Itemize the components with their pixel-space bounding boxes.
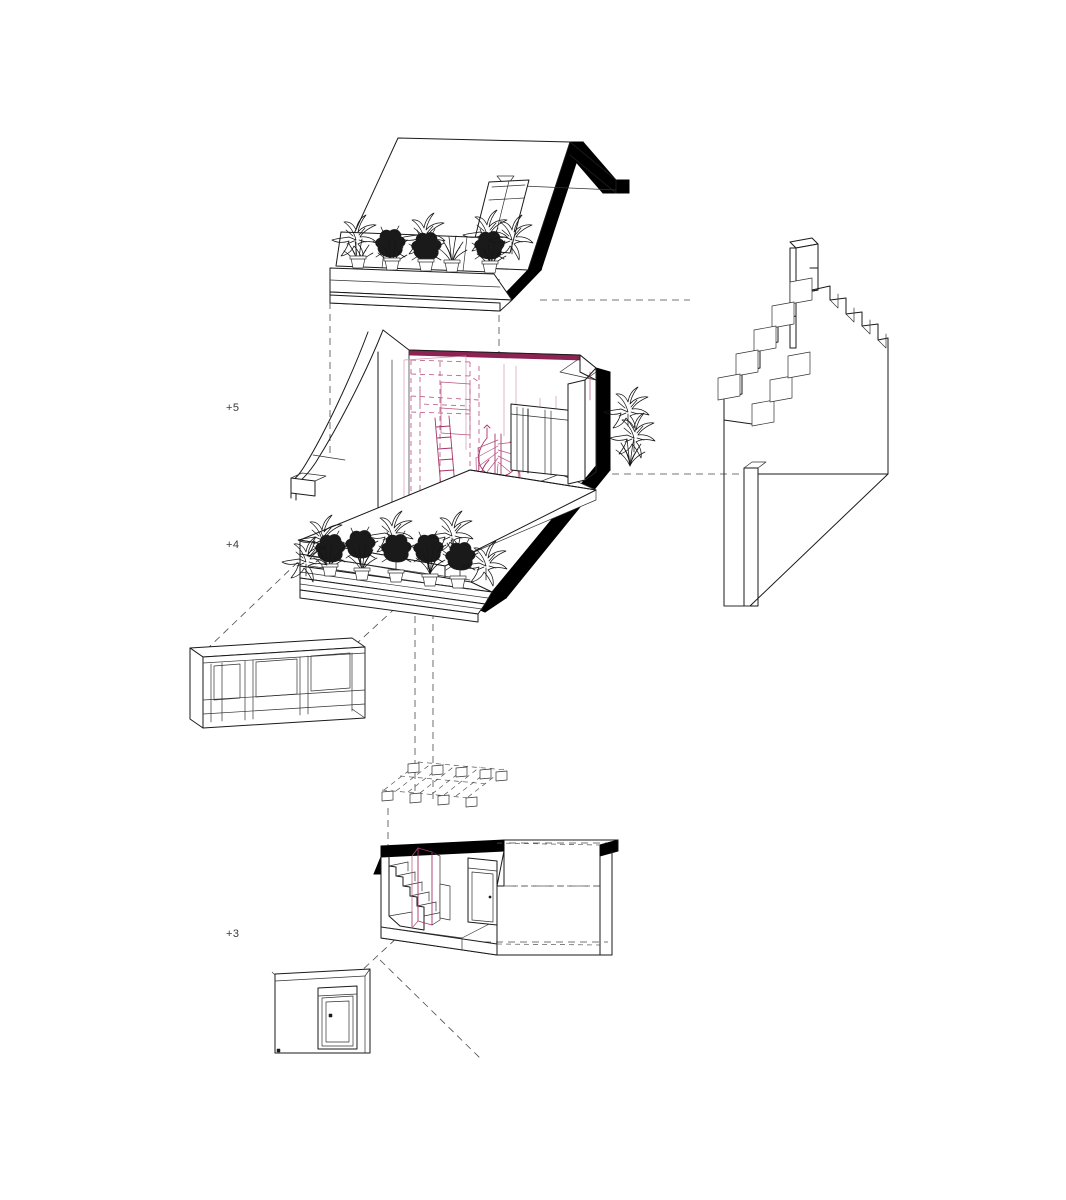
roof-poche-edge-right: [615, 179, 630, 194]
lower-room-right-volume: [503, 839, 619, 852]
terrace-parapet-face: [329, 294, 501, 312]
lower-room-hidden-right-bottom: [496, 943, 601, 946]
floor-framing-grid[interactable]: [381, 761, 508, 808]
glazing-sash: [213, 663, 241, 701]
lower-room-hidden-right-top: [496, 842, 601, 846]
stepped-wall-pier: [743, 467, 759, 607]
curved-side-wall-outer: [295, 329, 384, 485]
stepped-party-wall[interactable]: [717, 237, 889, 607]
glazed-facade-panel[interactable]: [189, 637, 366, 729]
entry-corner-dot: [276, 1048, 281, 1053]
winder-staircase[interactable]: [388, 847, 451, 931]
glazing-frame-face: [189, 647, 204, 729]
glazing-right-jamb: [351, 637, 366, 719]
stepped-wall-diagonal: [749, 473, 889, 607]
joist-bearer-mid: [399, 775, 489, 785]
level-label-4: +4: [226, 539, 240, 551]
entrance-facade-panel[interactable]: [274, 968, 371, 1054]
curved-wall-foot-top: [290, 472, 327, 482]
entry-wall-right-edge: [364, 968, 371, 1054]
entry-wall-head: [274, 975, 366, 982]
terrace-deck-edge: [329, 279, 501, 288]
glazing-sill: [202, 703, 366, 715]
living-back-wall: [391, 354, 410, 521]
stepped-wall-left-blocks: [717, 277, 813, 427]
glazing-sash-3: [310, 652, 351, 692]
glazing-head-rail: [202, 652, 366, 664]
glazing-sash-2: [255, 658, 298, 698]
curved-wall-foot-block: [290, 477, 316, 497]
stepped-wall-pier-top: [743, 461, 767, 469]
level-label-3: +3: [226, 928, 240, 940]
level-labels: +5 +4 +3: [226, 402, 240, 940]
living-poche-right-edge: [595, 367, 611, 471]
glazing-mullion-1: [210, 662, 223, 723]
lower-room-right-wall-plate: [599, 850, 613, 956]
curved-side-wall-inner: [290, 331, 369, 483]
lower-room-module[interactable]: [373, 839, 619, 956]
balcony-rail-top: [469, 469, 597, 491]
glazing-body: [202, 646, 366, 729]
entrance-door[interactable]: [317, 985, 358, 1050]
joist-bearer-back: [417, 761, 507, 771]
lower-room-door[interactable]: [467, 857, 498, 926]
curved-wall-step: [312, 454, 346, 461]
roof-module[interactable]: [329, 137, 630, 312]
joist-bottom-blocks: [381, 790, 478, 808]
living-module[interactable]: [281, 329, 656, 623]
roof-right-return: [569, 141, 617, 194]
glazing-mullion-3: [299, 655, 309, 716]
balcony-base-slab: [299, 589, 479, 623]
living-right-pier: [567, 379, 586, 485]
joist-bearer-front: [381, 789, 471, 799]
glazing-mullion-2: [244, 659, 254, 721]
living-right-pier-edge: [584, 371, 597, 481]
stepped-wall-right-teeth: [829, 293, 887, 349]
roof-light-glazing-bar: [488, 184, 526, 201]
level-label-5: +5: [226, 402, 240, 414]
joist-top-blocks: [407, 762, 508, 782]
